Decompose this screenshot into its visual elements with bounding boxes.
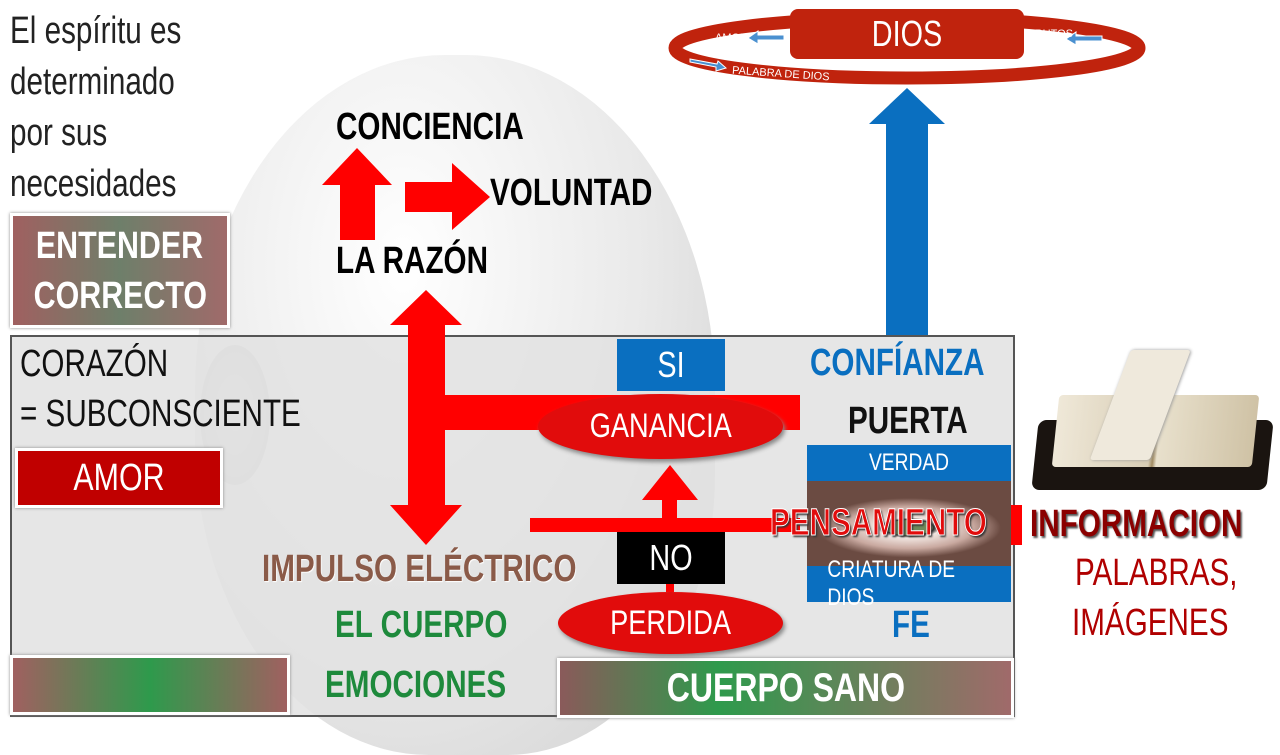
arrow-to-razon: [390, 290, 462, 395]
conciencia-label: CONCIENCIA: [336, 106, 524, 148]
color-bar: [10, 655, 290, 715]
entender-label: ENTENDER: [36, 224, 204, 267]
amor-ring-label: AMOR: [715, 32, 748, 44]
voluntad-label: VOLUNTAD: [490, 172, 653, 214]
subconsciente-label: = SUBCONSCIENTE: [20, 393, 301, 435]
intro-line: por sus: [10, 112, 108, 154]
ganancia-label: GANANCIA: [589, 407, 732, 445]
bible-icon: [1031, 350, 1274, 490]
cuerpo-label: EL CUERPO: [335, 604, 508, 646]
dios-title: DIOS: [871, 13, 943, 54]
si-box: SI: [617, 339, 725, 391]
amor-box: AMOR: [15, 448, 223, 508]
god-box: [790, 9, 1024, 59]
imagenes-label: IMÁGENES: [1072, 602, 1229, 644]
fe-label: FE: [892, 604, 930, 646]
decision-bar: [530, 518, 800, 532]
blue-up-arrow: [869, 88, 945, 335]
intro-line: El espíritu es: [10, 10, 182, 52]
verdad-box: VERDAD: [807, 445, 1011, 481]
palabras-label: PALABRAS,: [1075, 552, 1238, 594]
verdad-label: VERDAD: [868, 449, 950, 476]
frutos-ring-label: FRUTOS: [1028, 28, 1074, 40]
no-label: NO: [649, 537, 693, 578]
cuerpo-sano-label: CUERPO SANO: [666, 665, 905, 710]
confianza-label: CONFÍANZA: [810, 342, 985, 384]
puerta-label: PUERTA: [848, 400, 968, 442]
ganancia-ellipse: GANANCIA: [538, 394, 783, 459]
arrow-to-voluntad: [405, 163, 490, 230]
no-box: NO: [617, 532, 725, 584]
intro-line: necesidades: [10, 163, 177, 205]
razon-label: LA RAZÓN: [336, 240, 489, 282]
arrow-to-conciencia: [322, 148, 392, 240]
criatura-label: CRIATURA DE DIOS: [827, 556, 956, 611]
arrow-to-ganancia: [642, 465, 698, 518]
si-label: SI: [657, 344, 685, 385]
dios-label: DIOS: [790, 9, 1024, 59]
perdida-label: PERDIDA: [610, 603, 731, 642]
arrow-to-impulso: [390, 430, 462, 545]
eye-image: [807, 481, 1011, 566]
informacion-label: INFORMACION: [1030, 503, 1243, 545]
intro-text: El espíritu es determinado por sus neces…: [10, 6, 230, 210]
ring-arrows: [689, 30, 1103, 72]
emociones-label: EMOCIONES: [325, 664, 507, 706]
impulso-label: IMPULSO ELÉCTRICO: [262, 548, 577, 590]
correcto-label: CORRECTO: [33, 274, 207, 317]
cuerpo-sano-box: CUERPO SANO: [557, 658, 1014, 718]
corazon-label: CORAZÓN: [20, 343, 169, 385]
amor-label: AMOR: [73, 456, 165, 499]
pensamiento-label: PENSAMIENTO: [770, 502, 988, 545]
perdida-ellipse: PERDIDA: [558, 592, 783, 654]
intro-line: determinado: [10, 61, 175, 103]
criatura-box: CRIATURA DE DIOS: [807, 556, 1011, 611]
entender-correcto-box: ENTENDER CORRECTO: [10, 213, 230, 328]
